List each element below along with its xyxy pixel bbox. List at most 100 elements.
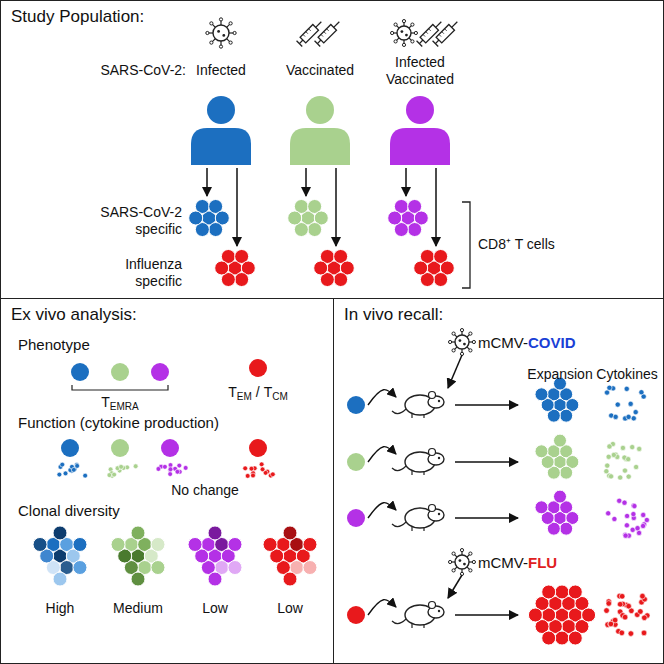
cytokine	[107, 473, 112, 478]
cytokine	[163, 464, 168, 469]
needle	[452, 22, 458, 28]
leg	[423, 624, 424, 628]
cytokine	[607, 444, 612, 449]
cell-dot	[347, 453, 365, 471]
inject-arrow	[368, 503, 396, 518]
section-label: Function (cytokine production)	[18, 414, 219, 431]
cytokine	[630, 527, 635, 532]
plunger	[419, 40, 423, 44]
cytokine	[628, 631, 634, 637]
t-cell	[151, 537, 165, 551]
cell-cluster	[111, 526, 165, 586]
cytokine	[628, 401, 633, 406]
row-label: SARS-CoV-2 specific	[100, 204, 182, 237]
cytokine	[177, 463, 182, 468]
spike-tip	[472, 560, 475, 563]
spike-tip	[394, 23, 397, 26]
syringe-icon	[433, 19, 461, 47]
cytokine	[640, 523, 645, 528]
needle	[316, 22, 322, 28]
column-label: Vaccinated	[286, 62, 354, 78]
cytokine	[641, 630, 647, 636]
ear	[429, 392, 436, 399]
tick	[303, 34, 305, 36]
cell-cluster	[215, 249, 256, 286]
arrow-line	[455, 461, 518, 463]
cytokine	[183, 465, 188, 470]
spike-tip	[469, 349, 472, 352]
eye	[438, 610, 440, 612]
cytokine	[617, 601, 623, 607]
tail	[392, 409, 406, 414]
cytokine-dots	[604, 441, 642, 480]
t-cell	[208, 526, 222, 540]
cytokine	[607, 385, 612, 390]
diversity-label: Medium	[113, 600, 163, 616]
label-group: Medium	[113, 600, 163, 617]
phenotype-label: T	[228, 384, 237, 400]
t-cell	[568, 585, 582, 599]
spike-tip	[452, 569, 455, 572]
cytokine	[622, 500, 627, 505]
spike-tip	[391, 31, 394, 34]
cytokine	[630, 445, 635, 450]
cell-dot	[347, 509, 365, 527]
arrow-line	[236, 168, 238, 246]
cytokine	[624, 523, 629, 528]
diversity-label: Low	[202, 600, 228, 616]
virus-name: mCMV-	[478, 334, 528, 351]
tick	[442, 32, 444, 34]
t-cell	[151, 561, 165, 575]
cell-cluster	[528, 585, 595, 645]
virus-body	[213, 25, 229, 41]
plunger-end	[297, 41, 303, 47]
virus-dot	[459, 339, 462, 342]
spike-tip	[210, 22, 213, 25]
cytokine	[60, 462, 65, 467]
cell-cluster	[535, 490, 579, 535]
cell-cluster	[414, 249, 455, 286]
cytokine	[641, 512, 646, 517]
cytokine	[619, 593, 625, 599]
t-cell	[111, 537, 125, 551]
mouse-icon	[392, 449, 444, 476]
virus-body	[455, 555, 469, 569]
label-group: Clonal diversity	[18, 502, 120, 520]
t-cell	[53, 572, 67, 586]
t-cell	[535, 501, 548, 514]
label-group: High	[46, 600, 75, 617]
spike-tip	[472, 340, 475, 343]
label-group: Influenza specific	[90, 256, 182, 290]
tick	[445, 29, 447, 31]
virus-body	[455, 335, 469, 349]
spike-tip	[469, 552, 472, 555]
tick	[429, 29, 431, 31]
t-cell	[535, 445, 548, 458]
cytokine	[638, 609, 644, 615]
plunger-end	[315, 41, 321, 47]
cytokine	[175, 469, 180, 474]
mouse-icon	[392, 392, 444, 419]
panel-title: Study Population:	[11, 7, 144, 27]
cell-dot	[111, 363, 129, 381]
body	[290, 128, 350, 165]
body	[390, 128, 450, 165]
t-cell	[131, 572, 145, 586]
cytokine	[604, 390, 609, 395]
panel-box: Study Population:	[0, 0, 664, 299]
arrow-line	[455, 614, 518, 616]
t-cell	[209, 223, 223, 237]
spike-tip	[452, 332, 455, 335]
label-group: Infected	[196, 62, 246, 79]
bracket	[72, 385, 168, 390]
label-group: No change	[171, 482, 239, 499]
cytokine	[245, 473, 250, 478]
virus-name-highlight: FLU	[528, 554, 557, 571]
t-cell	[535, 388, 548, 401]
spike-tip	[449, 560, 452, 563]
cytokine	[624, 513, 629, 518]
needle	[334, 22, 340, 28]
tail	[392, 466, 406, 471]
t-cell	[308, 223, 322, 237]
label-group: mCMV-COVID	[478, 334, 576, 352]
